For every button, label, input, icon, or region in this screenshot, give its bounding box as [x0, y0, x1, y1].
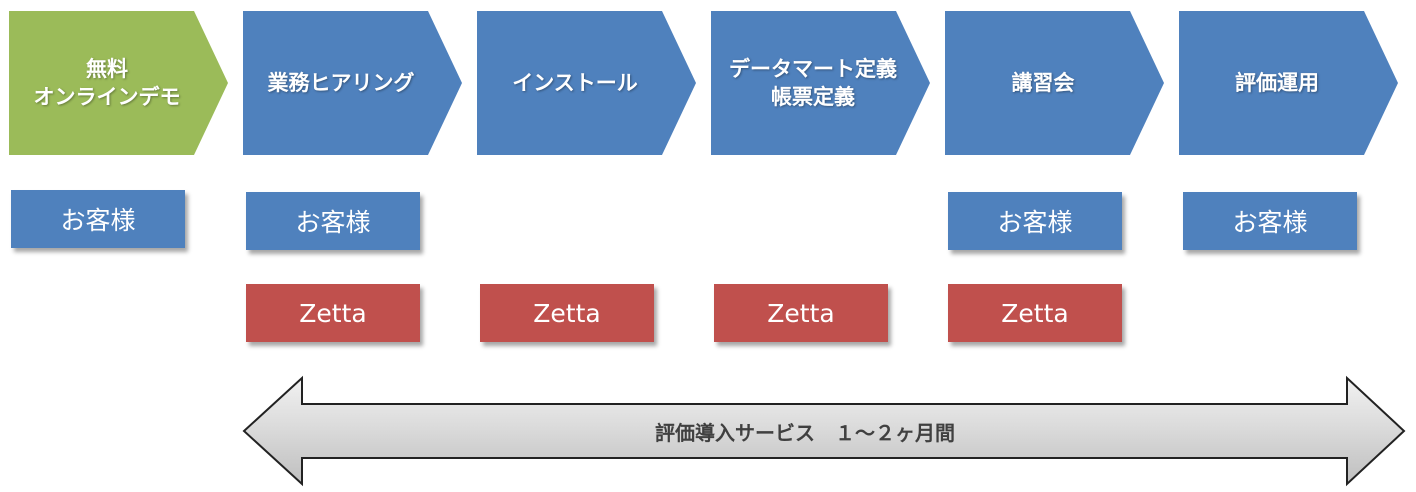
customer-label: お客様 — [1232, 208, 1308, 237]
step-datamart-definition: データマート定義 帳票定義 — [708, 8, 936, 158]
customer-label: お客様 — [997, 208, 1073, 237]
chevron-shape — [243, 11, 462, 155]
customer-box-training: お客様 — [948, 192, 1122, 250]
step-line2: オンラインデモ — [33, 85, 181, 109]
chevron-shape — [1179, 11, 1398, 155]
step-line1: 無料 — [86, 57, 128, 81]
customer-label: お客様 — [60, 206, 136, 235]
step-install: インストール — [474, 8, 702, 158]
chevron-shape — [711, 11, 930, 155]
step-line1: データマート定義 — [729, 57, 897, 81]
customer-label: お客様 — [295, 208, 371, 237]
chevron-shape — [8, 10, 234, 160]
zetta-box-hearing: Zetta — [246, 284, 420, 342]
zetta-box-training: Zetta — [948, 284, 1122, 342]
customer-box-demo: お客様 — [11, 190, 185, 248]
zetta-label: Zetta — [1001, 298, 1069, 328]
customer-box-evaluation: お客様 — [1183, 192, 1357, 250]
zetta-box-datamart: Zetta — [714, 284, 888, 342]
customer-box-hearing: お客様 — [246, 192, 420, 250]
zetta-label: Zetta — [299, 298, 367, 328]
step-line1: 評価運用 — [1235, 71, 1319, 95]
zetta-label: Zetta — [767, 298, 835, 328]
chevron-shape — [945, 11, 1164, 155]
zetta-box-install: Zetta — [480, 284, 654, 342]
step-line1: インストール — [512, 71, 638, 95]
zetta-label: Zetta — [533, 298, 601, 328]
step-evaluation-operation: 評価運用 — [1176, 8, 1404, 158]
step-business-hearing: 業務ヒアリング — [240, 8, 468, 158]
chevron-shape — [477, 11, 696, 155]
step-free-online-demo: 無料 オンラインデモ — [6, 8, 234, 160]
step-line1: 講習会 — [1011, 71, 1075, 95]
step-training: 講習会 — [942, 8, 1170, 158]
step-line1: 業務ヒアリング — [267, 71, 415, 95]
duration-label: 評価導入サービス １～２ヶ月間 — [655, 420, 955, 445]
step-line2: 帳票定義 — [771, 85, 855, 109]
